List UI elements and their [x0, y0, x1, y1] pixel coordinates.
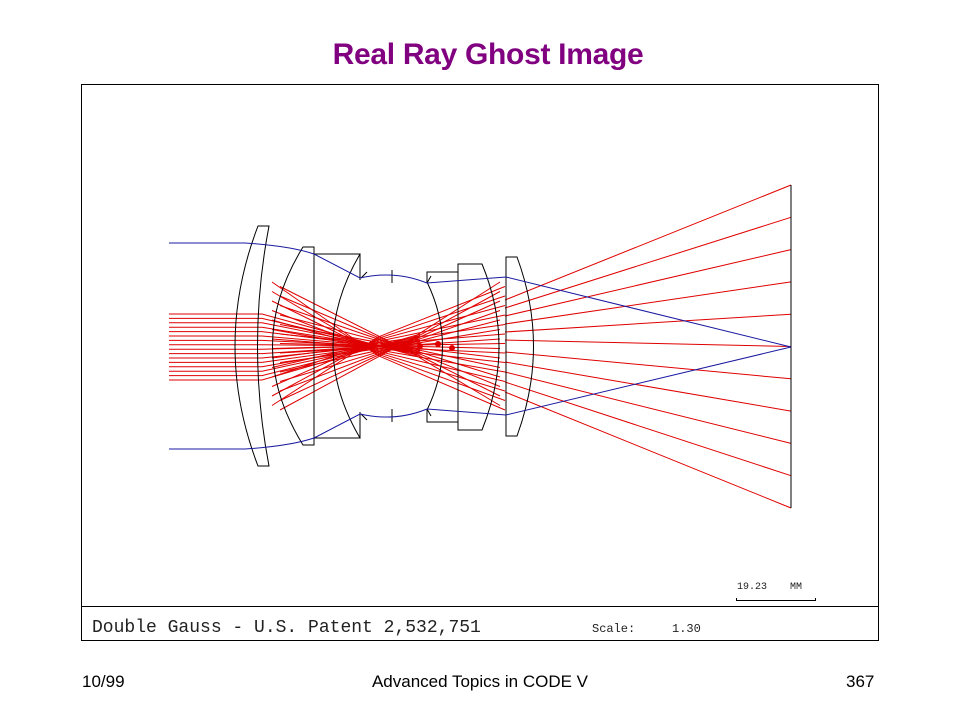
plot-frame [81, 84, 879, 641]
lens-element-5 [457, 263, 500, 431]
ghost-ray [271, 314, 506, 378]
ghost-ray [279, 295, 501, 397]
ghost-ray [279, 329, 501, 363]
scalebar-unit: MM [790, 582, 803, 593]
ghost-ray [279, 319, 501, 373]
lens-element-4 [426, 271, 459, 423]
scalebar-value: 19.23 [737, 582, 768, 593]
slide-title: Real Ray Ghost Image [332, 38, 644, 71]
ghost-focus-point [402, 347, 408, 353]
ghost-ray [504, 339, 792, 347]
lens-element-6 [505, 256, 534, 437]
lens-element-3 [314, 253, 361, 439]
ghost-ray [279, 333, 501, 359]
ghost-ray [504, 216, 792, 309]
ghost-ray [279, 324, 501, 368]
ghost-ray [279, 343, 501, 349]
footer-course: Advanced Topics in CODE V [371, 672, 589, 691]
plot-caption: Double Gauss - U.S. Patent 2,532,751 [92, 618, 481, 638]
scale-label: Scale: [592, 622, 636, 636]
ghost-ray [504, 313, 792, 333]
ghost-ray [279, 281, 501, 411]
ghost-focus-point [449, 345, 455, 351]
scalebar [736, 598, 816, 601]
ghost-ray [271, 295, 506, 397]
ghost-ray [504, 381, 792, 477]
caption-divider [81, 606, 879, 607]
lens-element-2 [272, 246, 315, 446]
lens-element-1 [234, 225, 270, 467]
ghost-focus-point [417, 343, 423, 349]
ghost-focus-point [387, 341, 393, 347]
ghost-ray [504, 351, 792, 380]
ghost-ray [279, 286, 501, 406]
ghost-focus-point [435, 341, 441, 347]
footer-page-number: 367 [846, 672, 875, 691]
ghost-ray [279, 305, 501, 387]
ghost-ray [279, 314, 501, 378]
ghost-ray [169, 333, 421, 381]
ghost-ray [271, 286, 506, 406]
ghost-ray [504, 184, 792, 301]
marginal-ray [169, 242, 792, 450]
ghost-ray [504, 391, 792, 509]
ghost-ray [271, 300, 506, 392]
ghost-ray [504, 281, 792, 325]
ghost-ray [504, 361, 792, 412]
footer-date: 10/99 [82, 672, 125, 691]
ghost-ray [504, 371, 792, 444]
ghost-ray-fan [169, 184, 792, 509]
scale-value: 1.30 [672, 622, 701, 636]
ghost-ray [504, 249, 792, 317]
lens-elements [234, 185, 792, 508]
ghost-ray [271, 305, 506, 387]
ghost-focus-point [369, 343, 375, 349]
